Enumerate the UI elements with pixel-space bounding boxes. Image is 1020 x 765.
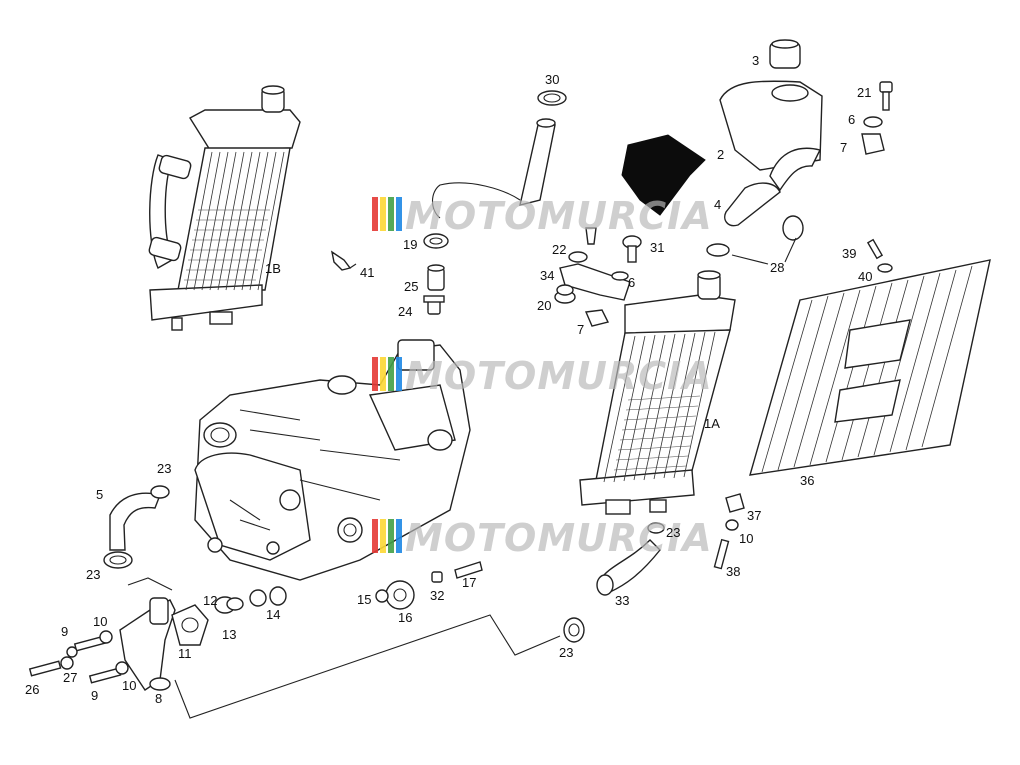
hose-clamp-23c xyxy=(647,522,665,534)
callout-10c: 10 xyxy=(122,678,136,693)
bolts-9-10 xyxy=(28,630,129,684)
callout-7: 7 xyxy=(840,140,847,155)
bolt-38 xyxy=(713,538,730,570)
bolt-21 xyxy=(879,81,893,111)
watermark-text: MOTOMURCIA xyxy=(405,354,713,398)
radiator-1b xyxy=(148,85,301,331)
callout-21: 21 xyxy=(857,85,871,100)
hose-clamp-23d xyxy=(563,617,585,643)
upper-hose-30 xyxy=(431,90,567,219)
callout-23a: 23 xyxy=(157,461,171,476)
hose-33 xyxy=(596,539,661,596)
watermark-bottom: MOTOMURCIA xyxy=(372,516,713,560)
callout-6b: 6 xyxy=(628,275,635,290)
callout-36: 36 xyxy=(800,473,814,488)
hose-clamp-28 xyxy=(706,215,804,257)
temperature-sensor-41 xyxy=(330,250,357,271)
callout-27: 27 xyxy=(63,670,77,685)
callout-41: 41 xyxy=(360,265,374,280)
bolt-31 xyxy=(622,235,642,263)
callout-34: 34 xyxy=(540,268,554,283)
callout-40: 40 xyxy=(858,269,872,284)
callout-17: 17 xyxy=(462,575,476,590)
callout-labels: 1B 41 30 19 25 24 3 2 4 21 6 7 22 31 34 … xyxy=(25,53,872,706)
expansion-tank-2 xyxy=(719,39,823,227)
hose-clamp-23b xyxy=(103,551,133,569)
bracket-35 xyxy=(621,134,706,216)
nut-7 xyxy=(861,133,885,155)
callout-9a: 9 xyxy=(61,624,68,639)
callout-22: 22 xyxy=(552,242,566,257)
hose-clamp-23a xyxy=(150,485,170,499)
callout-9b: 9 xyxy=(91,688,98,703)
damper-37 xyxy=(725,493,745,513)
callout-20: 20 xyxy=(537,298,551,313)
callout-31: 31 xyxy=(650,240,664,255)
callout-28: 28 xyxy=(770,260,784,275)
callout-24: 24 xyxy=(398,304,412,319)
callout-30: 30 xyxy=(545,72,559,87)
callout-38: 38 xyxy=(726,564,740,579)
fitting-25 xyxy=(427,264,445,291)
callout-6: 6 xyxy=(848,112,855,127)
callout-11: 11 xyxy=(178,646,192,661)
clip-7 xyxy=(584,309,610,327)
radiator-grille-36 xyxy=(749,259,991,476)
seal-12-13 xyxy=(214,596,244,614)
callout-10b: 10 xyxy=(93,614,107,629)
pump-gear-16 xyxy=(375,561,483,610)
callout-15: 15 xyxy=(357,592,371,607)
callout-23c: 23 xyxy=(666,525,680,540)
callout-1b: 1B xyxy=(265,261,281,276)
callout-23b: 23 xyxy=(86,567,100,582)
callout-37: 37 xyxy=(747,508,761,523)
callout-10a: 10 xyxy=(739,531,753,546)
callout-12: 12 xyxy=(203,593,217,608)
watermark-middle: MOTOMURCIA xyxy=(372,354,713,398)
leader-lines xyxy=(127,237,797,719)
callout-23d: 23 xyxy=(559,645,573,660)
callout-14: 14 xyxy=(266,607,280,622)
callout-2: 2 xyxy=(717,147,724,162)
callout-4: 4 xyxy=(714,197,721,212)
washer-10b xyxy=(725,519,739,531)
callout-39: 39 xyxy=(842,246,856,261)
watermark-text: MOTOMURCIA xyxy=(405,516,713,560)
screw-22 xyxy=(585,227,597,245)
callout-13: 13 xyxy=(222,627,236,642)
callout-16: 16 xyxy=(398,610,412,625)
watermark-top: MOTOMURCIA xyxy=(372,194,713,238)
grommet-20 xyxy=(554,284,576,304)
callout-8: 8 xyxy=(155,691,162,706)
washer-6 xyxy=(863,116,883,128)
washer-6b xyxy=(611,271,629,281)
washer-22b xyxy=(568,251,588,263)
washer-40 xyxy=(877,263,893,273)
callout-19: 19 xyxy=(403,237,417,252)
callout-1a: 1A xyxy=(704,416,720,431)
callout-26: 26 xyxy=(25,682,39,697)
callout-5: 5 xyxy=(96,487,103,502)
engine-block xyxy=(194,339,471,581)
callout-7b: 7 xyxy=(577,322,584,337)
callout-3: 3 xyxy=(752,53,759,68)
callout-32: 32 xyxy=(430,588,444,603)
hose-5 xyxy=(109,492,161,551)
bolt-39 xyxy=(866,238,884,260)
watermark-text: MOTOMURCIA xyxy=(405,194,713,238)
fitting-24 xyxy=(423,295,445,315)
callout-33: 33 xyxy=(615,593,629,608)
radiator-1a xyxy=(579,270,736,515)
hose-clamp-19 xyxy=(423,233,449,249)
water-pump-cover-8 xyxy=(119,597,176,691)
gasket-11 xyxy=(171,604,209,646)
bearing-14 xyxy=(249,586,287,607)
callout-25: 25 xyxy=(404,279,418,294)
